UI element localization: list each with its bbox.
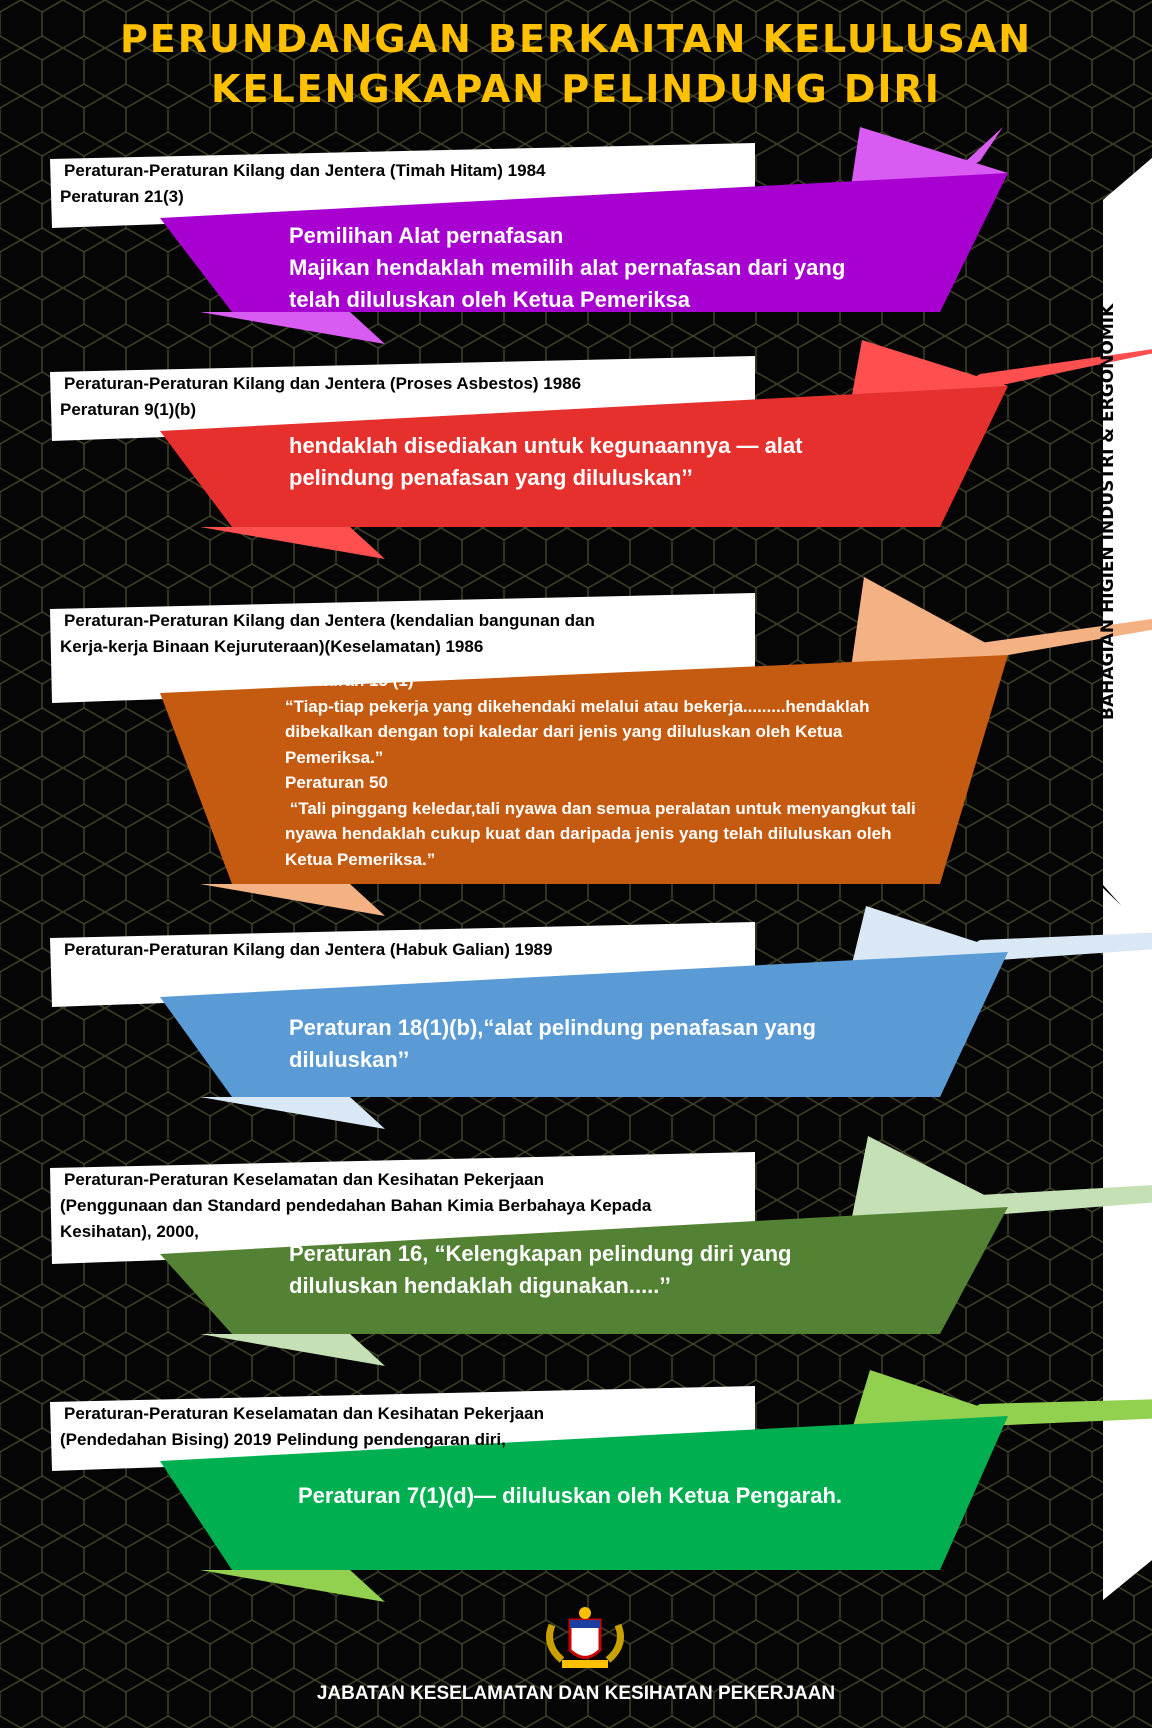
regulation-text: Peraturan 18(1)(b),“alat pelindung penaf… [289,1012,816,1076]
regulation-line: nyawa hendaklah cukup kuat dan daripada … [285,824,892,843]
regulation-reference: Peraturan-Peraturan Kilang dan Jentera (… [60,371,582,423]
title-line-1: PERUNDANGAN BERKAITAN KELULUSAN [119,17,1033,61]
regulation-reference: Peraturan-Peraturan Keselamatan dan Kesi… [60,1401,544,1453]
ribbon-band [160,386,1008,527]
regulation-line: Pemilihan Alat pernafasan [289,223,564,248]
regulation-line: dibekalkan dengan topi kaledar dari jeni… [285,722,843,741]
ribbon-band [160,173,1008,312]
regulation-line: Majikan hendaklah memilih alat pernafasa… [289,255,846,280]
coat-of-arms-emblem [546,1607,624,1668]
reference-line: Peraturan-Peraturan Keselamatan dan Kesi… [64,1404,544,1423]
ribbon-band [160,1416,1008,1570]
regulation-text: Peraturan 16, “Kelengkapan pelindung dir… [289,1238,791,1302]
regulation-text: Peraturan 7(1)(d)— diluluskan oleh Ketua… [298,1480,842,1512]
reference-line: Kesihatan), 2000, [60,1222,199,1241]
reference-line: Peraturan 21(3) [60,187,184,206]
ribbon-fold-bottom [200,312,385,344]
regulation-reference: Peraturan-Peraturan Kilang dan Jentera (… [60,158,546,210]
regulation-line: pelindung penafasan yang diluluskan’’ [289,465,693,490]
regulation-line: Peraturan 7(1)(d)— diluluskan oleh Ketua… [298,1483,842,1508]
regulation-line: Pemeriksa.” [285,747,384,767]
footer-agency: JABATAN KESELAMATAN DAN KESIHATAN PEKERJ… [316,1683,836,1704]
ribbon-fold-bottom [200,1570,385,1602]
regulation-line: hendaklah disediakan untuk kegunaannya —… [289,433,803,458]
ribbon-fold-bottom [200,1097,385,1129]
regulation-line: Ketua Pemeriksa.” [285,849,436,869]
regulation-line: Peraturan 15 (1) [285,671,414,690]
ribbon-fold-bottom [200,884,385,916]
reference-line: Peraturan 9(1)(b) [60,400,197,419]
regulation-line: diluluskan hendaklah digunakan.....’’ [289,1273,671,1298]
regulation-line: Peraturan 50 [285,773,388,792]
reference-line: Peraturan-Peraturan Kilang dan Jentera (… [64,940,553,959]
reference-line: Peraturan-Peraturan Kilang dan Jentera (… [64,374,582,393]
ribbon-band [160,655,1008,884]
regulation-text: hendaklah disediakan untuk kegunaannya —… [289,430,802,494]
regulation-reference: Peraturan-Peraturan Kilang dan Jentera (… [64,937,552,963]
ribbon-band [160,952,1008,1097]
regulation-line: Peraturan 18(1)(b),“alat pelindung penaf… [289,1015,816,1040]
regulation-reference: Peraturan-Peraturan Kilang dan Jentera (… [60,608,595,660]
reference-line: Peraturan-Peraturan Keselamatan dan Kesi… [64,1170,544,1189]
regulation-line: telah diluluskan oleh Ketua Pemeriksa [289,287,691,312]
reference-line: Kerja-kerja Binaan Kejuruteraan)(Keselam… [60,637,484,656]
ribbon-fold-top [850,1136,1008,1227]
title-line-2: KELENGKAPAN PELINDUNG DIRI [211,67,941,111]
ribbon-band [160,1207,1008,1334]
regulation-line: “Tiap-tiap pekerja yang dikehendaki mela… [285,696,870,716]
ribbon-fold-bottom [200,527,385,559]
ribbon-fold-bottom [200,1334,385,1366]
reference-line: (Pendedahan Bising) 2019 Pelindung pende… [60,1430,506,1449]
ribbon-fold-top [850,577,1008,675]
reference-line: Peraturan-Peraturan Kilang dan Jentera (… [64,161,546,180]
regulation-line: “Tali pinggang keledar,tali nyawa dan se… [285,798,916,818]
reference-line: (Penggunaan dan Standard pendedahan Baha… [60,1196,652,1215]
reference-line: Peraturan-Peraturan Kilang dan Jentera (… [64,611,595,630]
regulation-text: Peraturan 15 (1) “Tiap-tiap pekerja yang … [285,668,916,872]
regulation-reference: Peraturan-Peraturan Keselamatan dan Kesi… [60,1167,651,1245]
regulation-line: Peraturan 16, “Kelengkapan pelindung dir… [289,1241,792,1266]
regulation-line: diluluskan’’ [289,1047,410,1072]
